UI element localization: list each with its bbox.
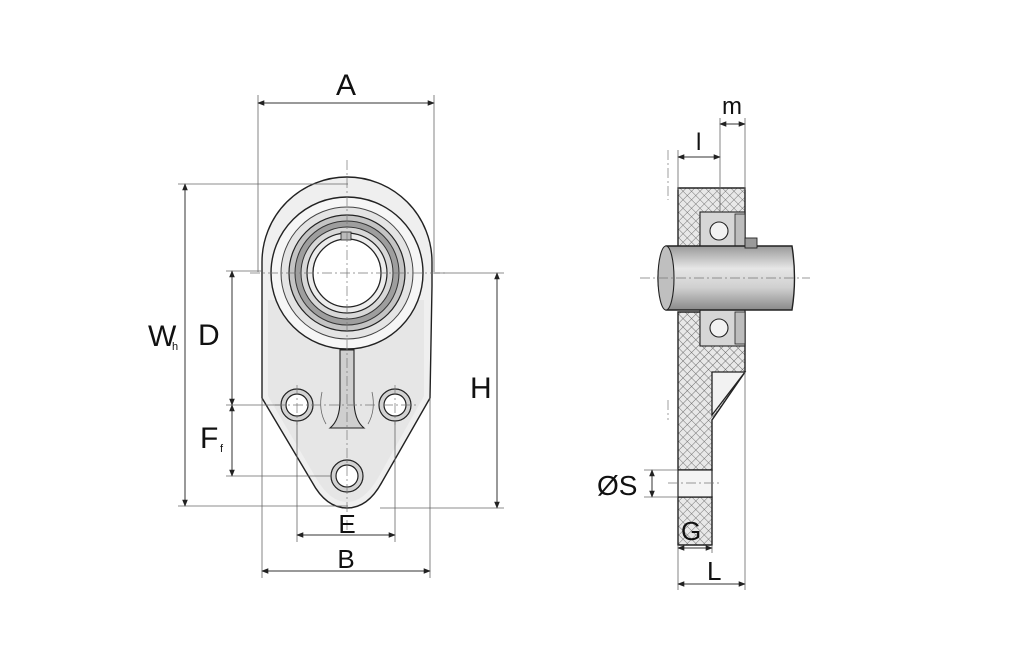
label-W: W — [148, 320, 177, 353]
label-m: m — [722, 93, 742, 120]
label-F-subscript: f — [220, 443, 224, 455]
bolt-hole-side — [677, 469, 713, 498]
label-G: G — [681, 516, 701, 546]
label-S: ØS — [597, 470, 637, 501]
front-view — [250, 160, 445, 530]
housing-rib-side — [711, 371, 747, 417]
label-L: L — [707, 556, 721, 586]
side-view — [640, 150, 810, 546]
bearing-upper — [699, 211, 746, 249]
set-screw-side — [744, 237, 758, 249]
label-F: F — [200, 422, 218, 455]
label-W-subscript: h — [172, 341, 178, 353]
front-dimensions — [178, 95, 504, 578]
side-dimensions — [644, 118, 746, 590]
set-screw — [340, 231, 352, 241]
label-H: H — [470, 372, 492, 405]
bearing-lower — [699, 309, 746, 347]
label-B: B — [337, 544, 354, 574]
label-l: l — [696, 129, 701, 156]
label-E: E — [338, 509, 355, 539]
label-D: D — [198, 319, 220, 352]
label-A: A — [336, 69, 356, 102]
